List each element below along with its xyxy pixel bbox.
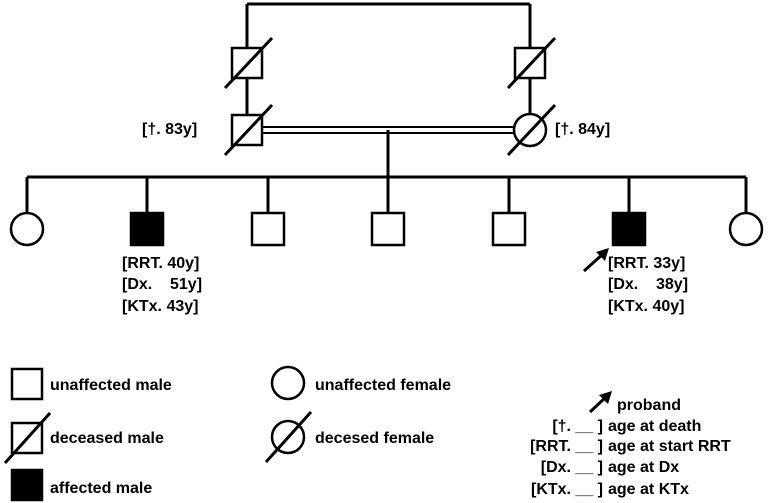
rrt-key-label: age at start RRT: [608, 438, 731, 455]
unaffected-female-sibling-2: [728, 211, 764, 247]
dx-key-label: age at Dx: [608, 459, 679, 476]
proband-key-arrow-icon: [588, 391, 612, 414]
affected-son-2-dx: [Dx. 38y]: [608, 276, 688, 293]
ktx-key-label: age at KTx: [608, 481, 689, 498]
deceased-male-label: deceased male: [50, 430, 164, 447]
abbreviation-key: proband [†. __ ] age at death [RRT. __ ]…: [530, 391, 731, 498]
unaffected-male-sibling-1: [250, 211, 286, 247]
affected-son-1-rrt: [RRT. 40y]: [122, 255, 199, 272]
unaffected-female-label: unaffected female: [315, 377, 451, 394]
grandmother-annotation: [†. 84y]: [555, 121, 610, 138]
deceased-female-legend-icon: [264, 410, 313, 464]
sibling-drop-lines: [25, 177, 748, 213]
deceased-female-grandmother: [506, 103, 557, 157]
proband-key-label: proband: [617, 397, 681, 414]
deceased-male-grandfather: [223, 103, 274, 157]
affected-son-2-rrt: [RRT. 33y]: [608, 255, 685, 272]
death-key-code: [†. __ ]: [552, 418, 603, 435]
grandfather-annotation: [†. 83y]: [142, 121, 197, 138]
deceased-male-legend-icon: [3, 411, 52, 465]
affected-male-legend-icon: [10, 468, 44, 502]
affected-male-sibling-1: [129, 211, 165, 247]
legend: unaffected male deceased male affected m…: [3, 365, 451, 502]
unaffected-male-legend-icon: [10, 367, 44, 401]
deceased-male-paternal-ancestor: [223, 36, 274, 90]
death-key-label: age at death: [608, 418, 701, 435]
ktx-key-code: [KTx. __ ]: [531, 481, 603, 498]
unaffected-male-sibling-3: [491, 211, 527, 247]
proband-arrow-icon: [582, 248, 609, 273]
unaffected-female-legend-icon: [270, 365, 306, 401]
affected-son-2-ktx: [KTx. 40y]: [608, 298, 684, 315]
rrt-key-code: [RRT. __ ]: [530, 438, 603, 455]
deceased-female-label: decesed female: [315, 430, 434, 447]
affected-male-proband: [611, 211, 647, 247]
affected-son-1-dx: [Dx. 51y]: [122, 276, 202, 293]
unaffected-male-label: unaffected male: [50, 377, 172, 394]
affected-male-label: affected male: [50, 480, 152, 497]
affected-son-1-ktx: [KTx. 43y]: [122, 298, 198, 315]
dx-key-code: [Dx. __ ]: [541, 459, 603, 476]
unaffected-female-sibling-1: [9, 211, 45, 247]
great-grandparents-connector: [245, 2, 532, 48]
unaffected-male-sibling-2: [370, 211, 406, 247]
